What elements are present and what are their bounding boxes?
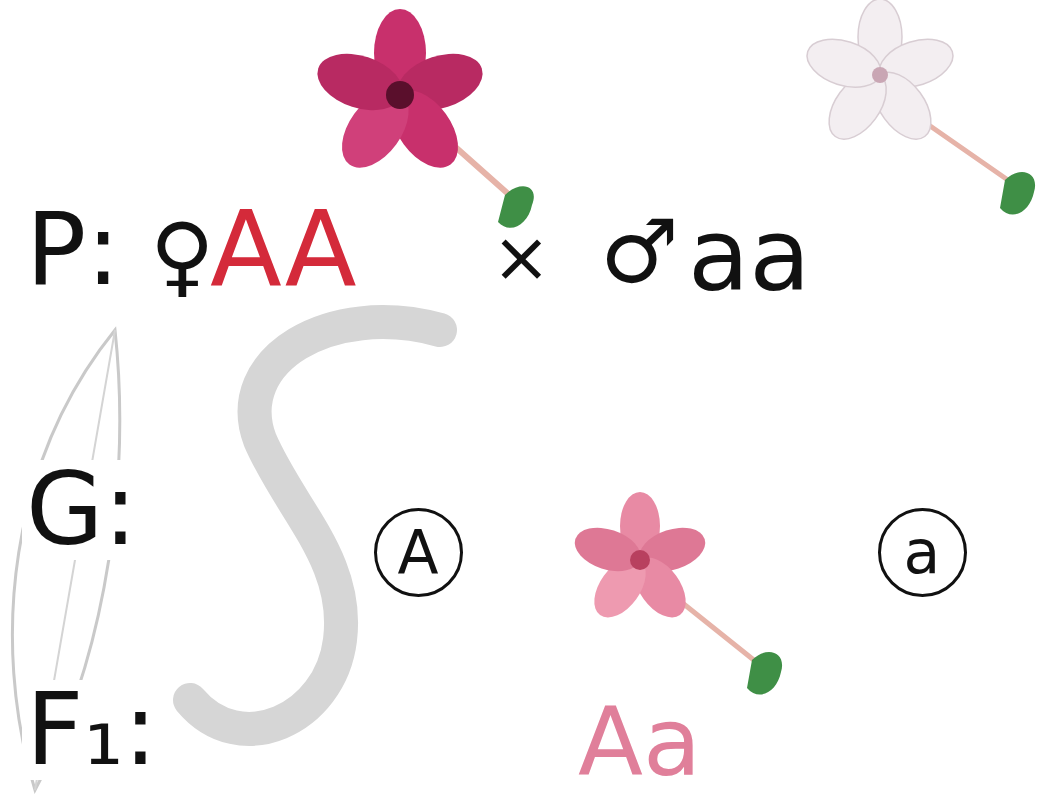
generation-label: F₁: <box>22 680 161 780</box>
gamete-circle: a <box>878 508 967 597</box>
gamete-circle: A <box>374 508 463 597</box>
pink-flower <box>569 492 782 695</box>
watermark-s <box>190 322 440 729</box>
gamete-allele: a <box>904 522 941 582</box>
male-symbol: ♂ <box>600 208 679 296</box>
genotype: AA <box>210 198 357 303</box>
white-flower <box>801 0 1035 215</box>
generation-label: G: <box>22 460 141 560</box>
genotype: Aa <box>578 695 701 790</box>
female-symbol: ♀ <box>150 212 214 300</box>
cross-symbol: × <box>492 222 551 292</box>
gamete-allele: A <box>397 522 438 582</box>
magenta-flower <box>310 9 534 228</box>
generation-label: P: <box>22 200 124 300</box>
genotype: aa <box>688 206 811 306</box>
